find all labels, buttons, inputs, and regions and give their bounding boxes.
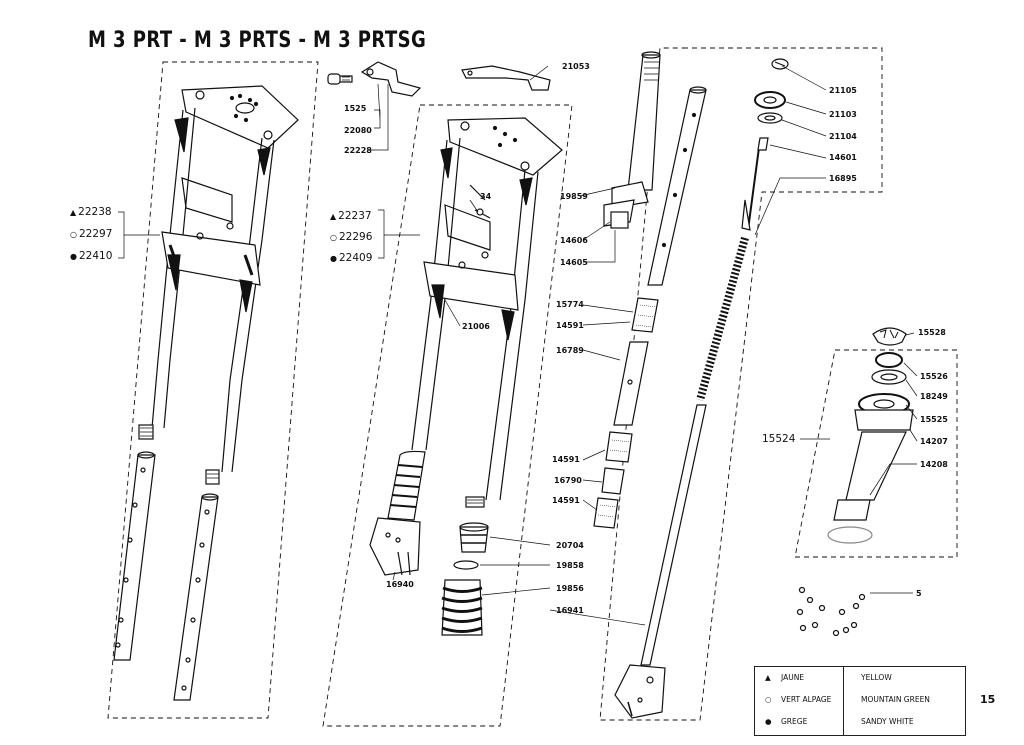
headset-assembly bbox=[827, 327, 914, 544]
part-label-16940: 16940 bbox=[386, 580, 414, 589]
mid-fork-tube-r bbox=[485, 169, 539, 501]
part-label-21103: 21103 bbox=[829, 110, 857, 119]
bushing-14591-c bbox=[593, 497, 619, 529]
part-label-5: 5 bbox=[916, 589, 922, 598]
legend-row-sandy: ● GREGE SANDY WHITE bbox=[765, 717, 914, 726]
part-label-21105: 21105 bbox=[829, 86, 857, 95]
top-hardware bbox=[327, 61, 551, 219]
variant-mid-green: ○22296 bbox=[330, 231, 373, 243]
damper-spring bbox=[696, 236, 749, 402]
part-label-15524: 15524 bbox=[762, 433, 796, 445]
left-lower-leg-r bbox=[173, 496, 219, 701]
bushing-14591-b bbox=[605, 431, 633, 463]
rod-16941 bbox=[640, 404, 707, 666]
mid-crown-plate bbox=[447, 117, 563, 176]
top-nuts bbox=[754, 58, 789, 151]
part-label-1525: 1525 bbox=[344, 104, 367, 113]
legend-row-yellow: ▲ JAUNE YELLOW bbox=[765, 673, 892, 682]
stem-tube bbox=[627, 54, 661, 191]
bearing-balls bbox=[796, 586, 866, 637]
part-label-18249: 18249 bbox=[920, 392, 948, 401]
mid-axle-dropout bbox=[369, 517, 421, 576]
part-label-16789: 16789 bbox=[556, 346, 584, 355]
variant-mid-sandy: ●22409 bbox=[330, 252, 373, 264]
headset-frame bbox=[794, 349, 958, 558]
part-label-14591-b: 14591 bbox=[552, 455, 580, 464]
mid-fork-assembly bbox=[369, 117, 563, 636]
part-label-14208: 14208 bbox=[920, 460, 948, 469]
variant-left-yellow: ▲22238 bbox=[70, 206, 112, 218]
part-label-16790: 16790 bbox=[554, 476, 582, 485]
part-label-14591-a: 14591 bbox=[556, 321, 584, 330]
damper-bottom-dropout bbox=[614, 664, 666, 719]
part-label-21053: 21053 bbox=[562, 62, 590, 71]
steering-stem bbox=[603, 51, 661, 229]
mid-fork-frame bbox=[322, 104, 573, 727]
part-label-14605: 14605 bbox=[560, 258, 588, 267]
left-fork-tube-r bbox=[221, 137, 275, 473]
left-crown-plate bbox=[181, 85, 299, 149]
part-label-21006: 21006 bbox=[462, 322, 490, 331]
variant-left-sandy: ●22410 bbox=[70, 250, 113, 262]
bracket-21053 bbox=[461, 65, 551, 91]
part-label-14591-c: 14591 bbox=[552, 496, 580, 505]
part-label-19856: 19856 bbox=[556, 584, 584, 593]
bracket-22228 bbox=[360, 61, 422, 97]
left-fork-tube-l bbox=[151, 107, 196, 429]
left-bridge bbox=[161, 231, 261, 286]
damper-internals bbox=[593, 86, 761, 719]
left-fork-assembly bbox=[113, 85, 299, 701]
part-label-19858: 19858 bbox=[556, 561, 584, 570]
inner-tube-long bbox=[647, 89, 707, 286]
part-label-14207: 14207 bbox=[920, 437, 948, 446]
part-label-20704: 20704 bbox=[556, 541, 584, 550]
legend-row-green: ○ VERT ALPAGE MOUNTAIN GREEN bbox=[765, 695, 930, 704]
part-label-16895: 16895 bbox=[829, 174, 857, 183]
part-label-15526: 15526 bbox=[920, 372, 948, 381]
page-title: M 3 PRT - M 3 PRTS - M 3 PRTSG bbox=[88, 28, 427, 53]
color-legend: ▲ JAUNE YELLOW ○ VERT ALPAGE MOUNTAIN GR… bbox=[754, 666, 966, 736]
variant-mid-yellow: ▲22237 bbox=[330, 210, 372, 222]
spacer-16790 bbox=[601, 467, 625, 495]
part-label-22228: 22228 bbox=[344, 146, 372, 155]
bushing-15774 bbox=[631, 297, 659, 333]
variant-left-green: ○22297 bbox=[70, 228, 113, 240]
part-label-22080: 22080 bbox=[344, 126, 372, 135]
part-label-21104: 21104 bbox=[829, 132, 857, 141]
part-label-19859: 19859 bbox=[560, 192, 588, 201]
part-label-15774: 15774 bbox=[556, 300, 584, 309]
left-fork-frame bbox=[107, 61, 319, 719]
page-number: 15 bbox=[980, 693, 996, 706]
part-label-14606: 14606 bbox=[560, 236, 588, 245]
left-lower-leg-l bbox=[113, 454, 156, 661]
headset-cap-15528 bbox=[872, 327, 907, 346]
part-label-34: 34 bbox=[480, 192, 492, 201]
part-label-15528: 15528 bbox=[918, 328, 946, 337]
leader-lines bbox=[118, 65, 918, 626]
mid-bridge bbox=[423, 261, 519, 311]
part-label-15525: 15525 bbox=[920, 415, 948, 424]
part-label-14601: 14601 bbox=[829, 153, 857, 162]
part-label-16941: 16941 bbox=[556, 606, 584, 615]
